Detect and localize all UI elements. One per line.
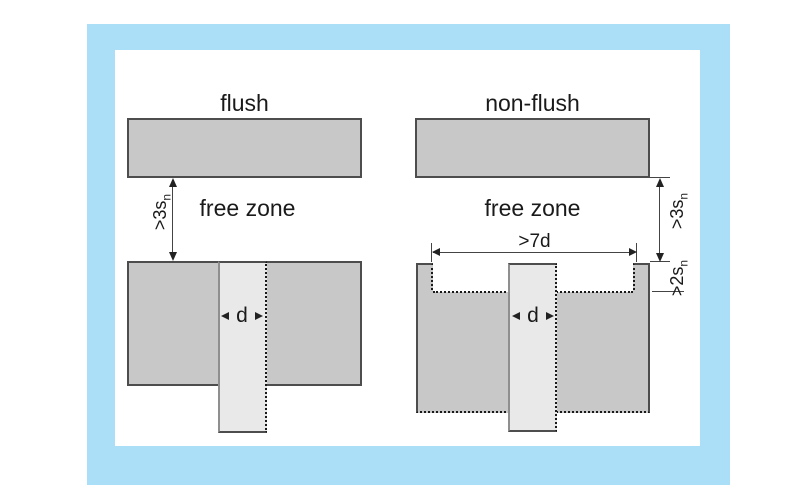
arrow-left-icon: [512, 312, 520, 320]
nonflush-block-right-rim: [633, 263, 650, 294]
dim-base-text: >2s: [667, 266, 687, 297]
arrow-down-icon: [169, 252, 177, 261]
nonflush-target-plate: [415, 118, 650, 178]
nonflush-clearance-dim-line: [659, 180, 660, 253]
dim-subscript-text: n: [159, 193, 174, 201]
dim-base-text: >3s: [667, 199, 687, 230]
flush-target-plate: [127, 118, 362, 178]
extension-tick: [652, 291, 684, 292]
nonflush-title: non-flush: [485, 90, 580, 116]
arrow-down-icon: [656, 253, 664, 262]
frame-border: [87, 24, 730, 485]
arrow-left-icon: [221, 312, 229, 320]
flush-title: flush: [220, 90, 269, 116]
nonflush-block-left-rim: [416, 263, 433, 294]
flush-clearance-dim-label: >3sn: [149, 186, 174, 238]
nonflush-diameter-label: d: [527, 304, 539, 327]
flush-diameter-label: d: [236, 304, 248, 327]
nonflush-width-dim-line: [433, 252, 633, 253]
arrow-up-icon: [169, 178, 177, 187]
arrow-right-icon: [546, 312, 554, 320]
arrow-right-icon: [255, 312, 263, 320]
nonflush-clearance-dim-label: >3sn: [666, 185, 691, 237]
flush-clearance-dim-line: [172, 180, 173, 254]
nonflush-width-dim-label: >7d: [518, 231, 551, 252]
arrow-up-icon: [656, 178, 664, 187]
arrow-right-icon: [629, 248, 637, 256]
dim-base-text: >3s: [150, 200, 170, 231]
dim-subscript-text: n: [676, 192, 691, 200]
flush-free-zone-label: free zone: [199, 195, 296, 221]
nonflush-free-zone-label: free zone: [484, 195, 581, 221]
nonflush-recess-depth-label: >2sn: [666, 252, 691, 304]
extension-tick: [431, 243, 432, 262]
nonflush-sensor: [508, 263, 557, 432]
arrow-left-icon: [432, 248, 440, 256]
extension-tick: [650, 177, 670, 178]
flush-sensor: [218, 261, 267, 433]
dim-subscript-text: n: [676, 259, 691, 267]
